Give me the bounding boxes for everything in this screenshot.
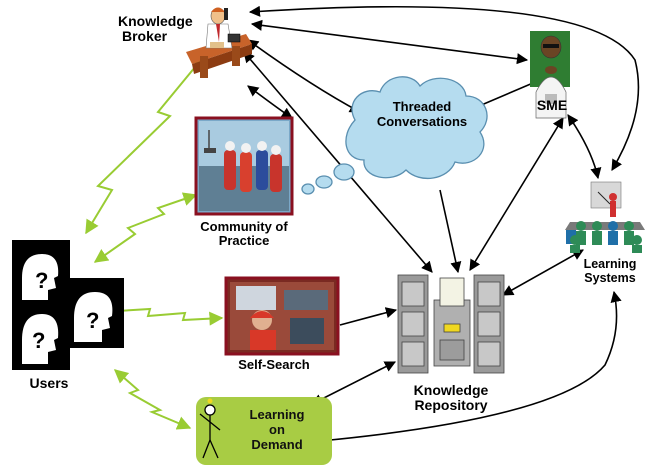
user-silhouette-1: ? (12, 240, 70, 308)
community-line2: Practice (218, 233, 270, 249)
knowledge-repository-line1: Knowledge (413, 382, 489, 398)
arrow-users-community (93, 192, 198, 263)
arrow-broker-learning-systems (248, 5, 640, 171)
threaded-line1: Threaded (392, 99, 452, 114)
self-search-photo (224, 276, 340, 356)
svg-text:?: ? (86, 308, 99, 333)
arrow-users-selfsearch (98, 304, 224, 326)
users-group: ? ? ? (12, 240, 124, 370)
learning-systems-line2: Systems (584, 270, 636, 285)
learning-systems-picture (565, 181, 645, 253)
arrow-sme-repository (469, 117, 564, 271)
arrow-lod-learning-systems (318, 290, 622, 446)
arrow-sme-learning-systems (567, 114, 602, 180)
knowledge-repository-picture (397, 274, 505, 374)
knowledge-broker-line1: Knowledge (118, 13, 193, 29)
arrow-repository-learning-systems (502, 249, 584, 296)
arrow-threaded-repository (439, 189, 462, 274)
user-silhouette-3: ? (12, 300, 70, 370)
green-connectors (85, 53, 224, 430)
knowledge-repository-line2: Repository (414, 397, 488, 414)
learning-on-demand-label: Learning on Demand (226, 407, 328, 453)
self-search-label: Self-Search (238, 357, 310, 372)
learning-on-demand-box (196, 397, 332, 465)
sme-picture (530, 31, 570, 119)
arrow-users-lod (113, 369, 192, 430)
arrow-broker-community (247, 85, 293, 119)
threaded-line2: Conversations (376, 113, 468, 129)
community-of-practice-photo (194, 116, 294, 216)
knowledge-broker-line2: Broker (122, 28, 168, 45)
knowledge-broker-picture (186, 7, 252, 78)
users-label: Users (29, 375, 69, 391)
lod-line1: Learning (249, 407, 305, 422)
sme-label: SME (536, 97, 568, 113)
community-line1: Community of (200, 219, 288, 234)
lod-line3: Demand (251, 436, 303, 452)
learning-systems-label: Learning Systems (570, 257, 649, 286)
knowledge-broker-label: Knowledge Broker (118, 13, 206, 45)
community-of-practice-label: Community of Practice (184, 219, 304, 249)
knowledge-repository-label: Knowledge Repository (392, 382, 510, 414)
threaded-conversations-label: Threaded Conversations (355, 99, 489, 130)
svg-text:?: ? (32, 328, 45, 353)
user-silhouette-2: ? (62, 278, 124, 348)
threaded-conversations-cloud (301, 76, 488, 195)
lod-line2: on (269, 421, 285, 437)
learning-systems-line1: Learning (583, 257, 637, 271)
svg-text:?: ? (35, 268, 48, 293)
